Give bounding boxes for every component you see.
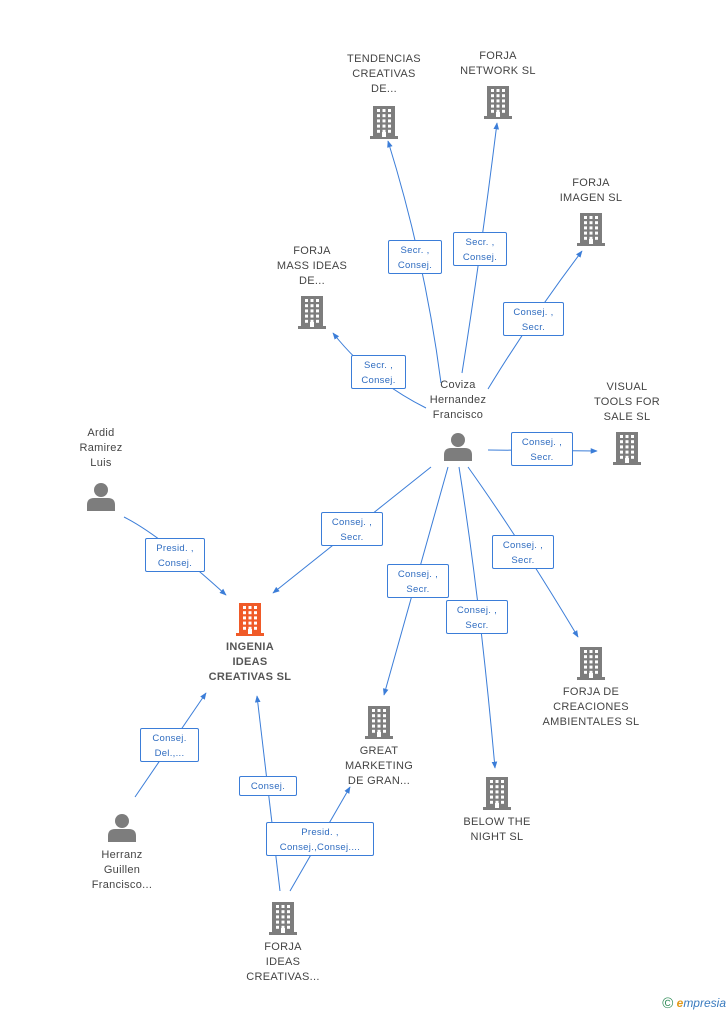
edge-label-forja-ideas-great[interactable]: Presid. , Consej.,Consej.... (266, 822, 374, 856)
company-node-forja-ideas[interactable]: FORJA IDEAS CREATIVAS... (233, 901, 333, 985)
edge-label-coviza-network[interactable]: Secr. , Consej. (453, 232, 507, 266)
edge-label-ardid-ingenia[interactable]: Presid. , Consej. (145, 538, 205, 572)
edge-label-forja-ideas-ingenia[interactable]: Consej. (239, 776, 297, 796)
building-icon (369, 105, 399, 139)
person-label: Herranz Guillen Francisco... (91, 849, 153, 891)
person-icon (86, 481, 116, 511)
edge-label-coviza-ingenia[interactable]: Consej. , Secr. (321, 512, 383, 546)
company-node-forja-imagen[interactable]: FORJA IMAGEN SL (541, 176, 641, 246)
building-icon (576, 646, 606, 680)
building-icon (612, 431, 642, 465)
company-node-forja-mass[interactable]: FORJA MASS IDEAS DE... (262, 244, 362, 329)
brand-logo: empresia (677, 996, 726, 1010)
company-node-below-night[interactable]: BELOW THE NIGHT SL (447, 776, 547, 845)
company-label: BELOW THE NIGHT SL (463, 816, 531, 843)
company-node-forja-network[interactable]: FORJA NETWORK SL (448, 49, 548, 119)
company-node-forja-creaciones[interactable]: FORJA DE CREACIONES AMBIENTALES SL (528, 646, 654, 730)
company-node-tendencias[interactable]: TENDENCIAS CREATIVAS DE... (334, 52, 434, 139)
company-label: FORJA DE CREACIONES AMBIENTALES SL (542, 686, 640, 728)
brand-watermark: © empresia (662, 995, 726, 1012)
company-node-great-marketing[interactable]: GREAT MARKETING DE GRAN... (329, 705, 429, 789)
company-label: FORJA NETWORK SL (460, 50, 536, 77)
building-icon (297, 295, 327, 329)
building-icon (482, 776, 512, 810)
building-icon (268, 901, 298, 935)
edge-label-coviza-creaciones[interactable]: Consej. , Secr. (492, 535, 554, 569)
building-icon (483, 85, 513, 119)
building-icon (576, 212, 606, 246)
person-node-ardid[interactable]: Ardid Ramirez Luis (51, 426, 151, 511)
person-label: Coviza Hernandez Francisco (429, 379, 487, 421)
company-label: FORJA IMAGEN SL (559, 177, 623, 204)
company-label: TENDENCIAS CREATIVAS DE... (347, 53, 421, 95)
person-label: Ardid Ramirez Luis (79, 427, 123, 469)
person-icon (443, 431, 473, 461)
company-label: VISUAL TOOLS FOR SALE SL (593, 381, 661, 423)
company-label: INGENIA IDEAS CREATIVAS SL (208, 641, 292, 683)
brand-logo-text: mpresia (683, 996, 726, 1010)
edge-label-coviza-below[interactable]: Consej. , Secr. (446, 600, 508, 634)
edge-label-coviza-mass[interactable]: Secr. , Consej. (351, 355, 406, 389)
edge-label-coviza-great[interactable]: Consej. , Secr. (387, 564, 449, 598)
company-label: GREAT MARKETING DE GRAN... (344, 745, 414, 787)
edge-label-herranz-ingenia[interactable]: Consej. Del.,... (140, 728, 199, 762)
company-label: FORJA IDEAS CREATIVAS... (246, 941, 320, 983)
edge-label-coviza-imagen[interactable]: Consej. , Secr. (503, 302, 564, 336)
building-icon (364, 705, 394, 739)
copyright-symbol: © (662, 995, 674, 1012)
brand-logo-e: e (676, 996, 684, 1010)
company-node-visual-tools[interactable]: VISUAL TOOLS FOR SALE SL (577, 380, 677, 465)
edge-label-coviza-tendencias[interactable]: Secr. , Consej. (388, 240, 442, 274)
company-label: FORJA MASS IDEAS DE... (276, 245, 348, 287)
company-node-ingenia-focus[interactable]: INGENIA IDEAS CREATIVAS SL (188, 602, 312, 685)
building-icon (235, 602, 265, 636)
edge-label-coviza-visual[interactable]: Consej. , Secr. (511, 432, 573, 466)
person-node-coviza[interactable]: Coviza Hernandez Francisco (408, 378, 508, 461)
person-node-herranz[interactable]: Herranz Guillen Francisco... (72, 812, 172, 893)
person-icon (107, 812, 137, 842)
